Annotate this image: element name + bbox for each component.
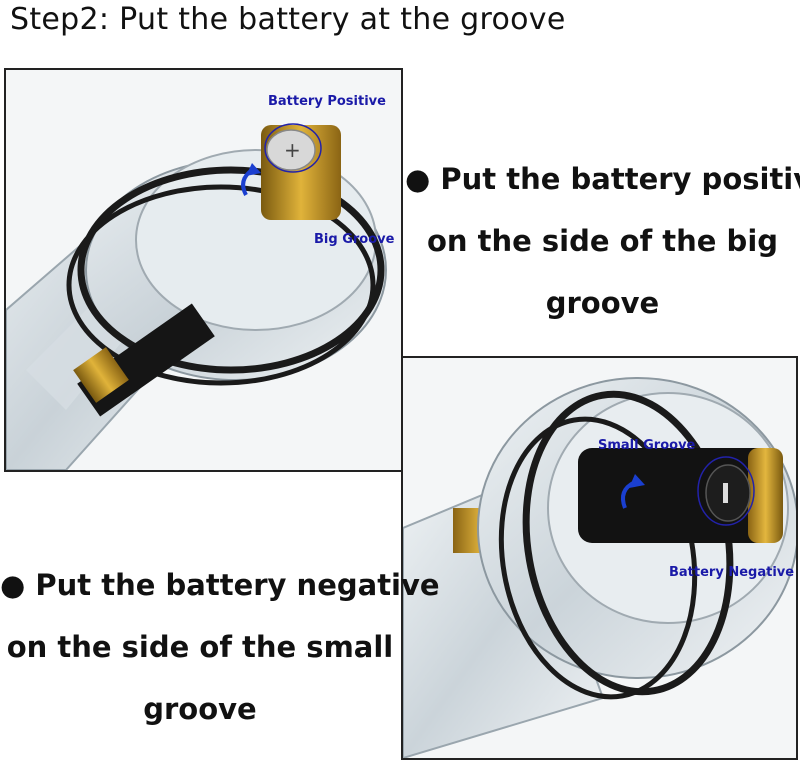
label-small-groove: Small Groove [598, 438, 696, 453]
photo-big-groove: + Battery Positive Big Groove [4, 68, 403, 472]
instruction-1-line1: ● Put the battery positive [405, 162, 800, 196]
label-battery-negative: Battery Negative [669, 565, 795, 580]
instruction-2: ● Put the battery negative on the side o… [0, 554, 440, 740]
page-title: Step2: Put the battery at the groove [10, 2, 566, 37]
instruction-1-line3: groove [545, 286, 660, 320]
instruction-2-line2: on the side of the small [6, 630, 394, 664]
svg-text:+: + [284, 138, 301, 162]
instruction-1: ● Put the battery positive on the side o… [405, 148, 800, 334]
label-battery-positive: Battery Positive [268, 94, 386, 109]
tube-illustration-1: + [6, 70, 401, 470]
label-big-groove: Big Groove [314, 232, 395, 247]
instruction-2-line1: ● Put the battery negative [0, 568, 440, 602]
instruction-2-line3: groove [143, 692, 257, 726]
photo-small-groove: Small Groove Battery Negative [401, 356, 798, 760]
instruction-1-line2: on the side of the big [426, 224, 779, 258]
tube-illustration-2 [403, 358, 796, 758]
